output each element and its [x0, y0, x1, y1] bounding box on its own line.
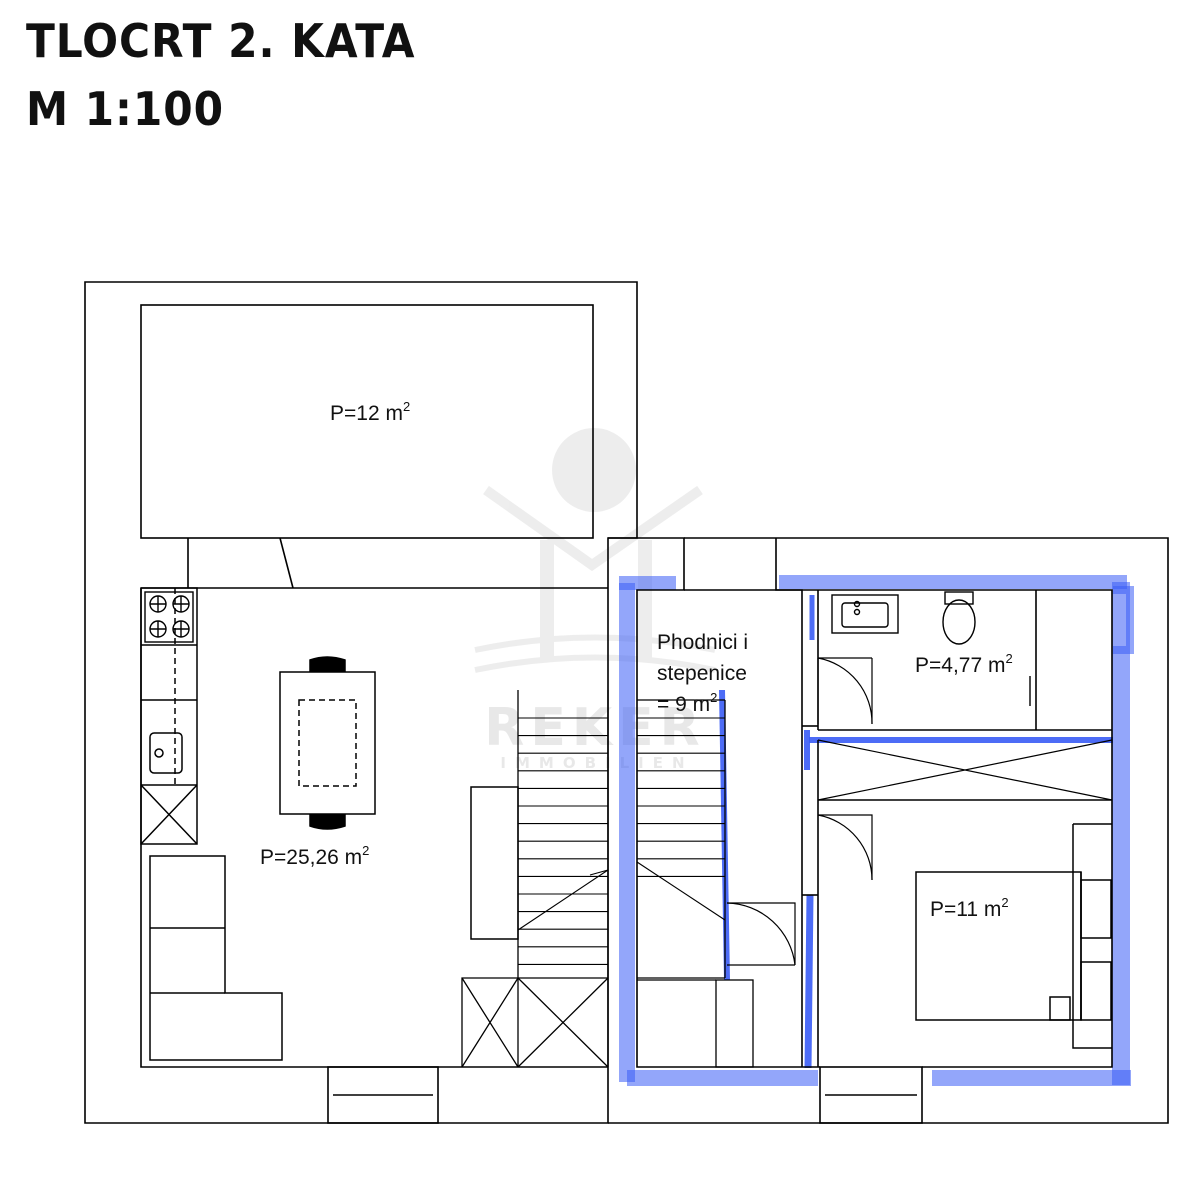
hall-area-label: = 9 m2 — [657, 690, 717, 716]
stair-tread — [517, 869, 609, 931]
corridor-storage — [817, 739, 1113, 801]
wall-highlight — [619, 575, 1134, 1086]
watermark-sub: IMMOBILIEN — [500, 754, 693, 772]
kitchen-counter — [140, 587, 198, 845]
washbasin-icon — [831, 594, 899, 634]
staircase-right — [637, 699, 754, 1068]
sofa — [149, 855, 283, 1061]
walls — [84, 281, 1169, 1124]
bed — [915, 823, 1112, 1049]
hall-label-line2: stepenice — [657, 662, 747, 685]
cabinet — [470, 786, 519, 940]
watermark-logo: REKER IMMOBILIEN — [474, 428, 716, 772]
bathroom-area-label: P=4,77 m2 — [915, 651, 1013, 677]
stove-icon — [144, 591, 194, 643]
stair-tread — [589, 869, 609, 876]
doors — [726, 657, 873, 966]
hall-label-line1: Phodnici i — [657, 631, 748, 654]
watermark-name: REKER — [484, 698, 705, 758]
toilet-icon — [942, 591, 976, 645]
dining-table — [279, 656, 376, 830]
terrace-area-label: P=12 m2 — [330, 399, 410, 425]
bedroom-area-label: P=11 m2 — [930, 895, 1009, 921]
stair-steps — [517, 717, 726, 965]
plan-scale: M 1:100 — [26, 82, 225, 136]
living-area-label: P=25,26 m2 — [260, 843, 369, 869]
stair-tread — [636, 861, 726, 921]
plan-title: TLOCRT 2. KATA — [26, 14, 416, 68]
